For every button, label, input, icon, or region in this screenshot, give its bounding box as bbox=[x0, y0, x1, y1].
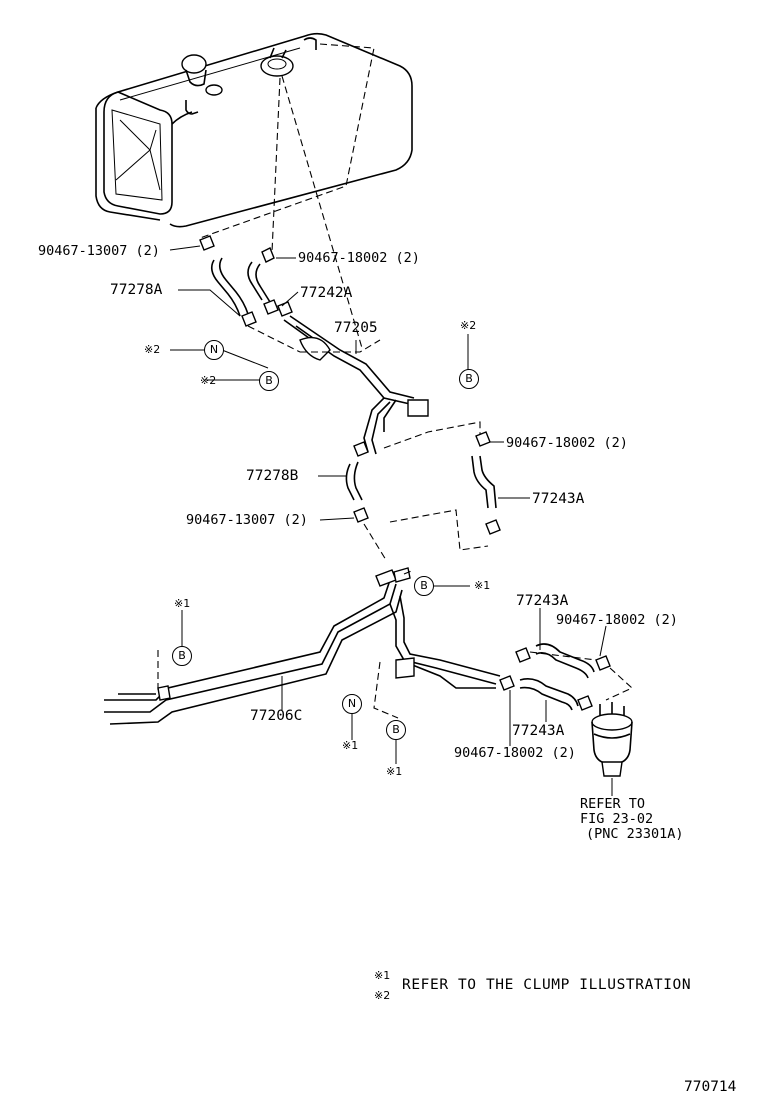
label-hose-77243a-mid: 77243A bbox=[532, 491, 585, 507]
note-mark-1-lower-n: ※1 bbox=[342, 739, 359, 752]
legend-text: REFER TO THE CLUMP ILLUSTRATION bbox=[402, 977, 692, 993]
leader-lines bbox=[169, 245, 613, 796]
label-hose-77243a-lower: 77243A bbox=[512, 723, 565, 739]
refer-line-2: FIG 23-02 bbox=[580, 811, 654, 827]
marker-b-mid: B bbox=[414, 576, 434, 596]
label-clip-90467-18002-right: 90467-18002 (2) bbox=[556, 612, 678, 628]
label-clip-90467-13007-mid: 90467-13007 (2) bbox=[186, 512, 308, 528]
note-mark-1-left: ※1 bbox=[174, 597, 191, 610]
note-mark-2-upper-right: ※2 bbox=[460, 319, 477, 332]
label-hose-77278b: 77278B bbox=[246, 468, 299, 484]
upper-hoses bbox=[199, 235, 301, 353]
middle-hoses bbox=[345, 431, 501, 561]
label-clip-90467-18002-top: 90467-18002 (2) bbox=[298, 250, 420, 266]
label-pipe-77206c: 77206C bbox=[250, 708, 303, 724]
marker-n-lower: N bbox=[342, 694, 362, 714]
legend-mark-2: ※2 bbox=[374, 989, 391, 1002]
label-clip-90467-18002-mid: 90467-18002 (2) bbox=[506, 435, 628, 451]
refer-line-1: REFER TO bbox=[580, 796, 646, 812]
label-clip-90467-18002-lower: 90467-18002 (2) bbox=[454, 745, 576, 761]
pipe-77206c bbox=[104, 567, 501, 725]
label-hose-77242a: 77242A bbox=[300, 285, 353, 301]
note-mark-1-mid: ※1 bbox=[474, 579, 491, 592]
fuel-tank bbox=[95, 32, 413, 349]
label-pipe-77205: 77205 bbox=[334, 320, 378, 336]
legend-mark-1: ※1 bbox=[374, 969, 391, 982]
marker-b-upper-left: B bbox=[259, 371, 279, 391]
marker-b-lower: B bbox=[386, 720, 406, 740]
note-mark-2-upper-n: ※2 bbox=[144, 343, 161, 356]
pipe-77205 bbox=[283, 315, 481, 455]
note-mark-1-lower-b: ※1 bbox=[386, 765, 403, 778]
marker-n-upper: N bbox=[204, 340, 224, 360]
marker-b-left: B bbox=[172, 646, 192, 666]
label-clip-90467-13007-top: 90467-13007 (2) bbox=[38, 243, 160, 259]
marker-b-upper-right: B bbox=[459, 369, 479, 389]
diagram-id: 770714 bbox=[684, 1079, 737, 1095]
label-hose-77278a: 77278A bbox=[110, 282, 163, 298]
lower-right-hoses bbox=[499, 643, 633, 777]
refer-line-3: (PNC 23301A) bbox=[586, 826, 684, 842]
note-mark-2-upper-b: ※2 bbox=[200, 374, 217, 387]
label-hose-77243a-right: 77243A bbox=[516, 593, 569, 609]
